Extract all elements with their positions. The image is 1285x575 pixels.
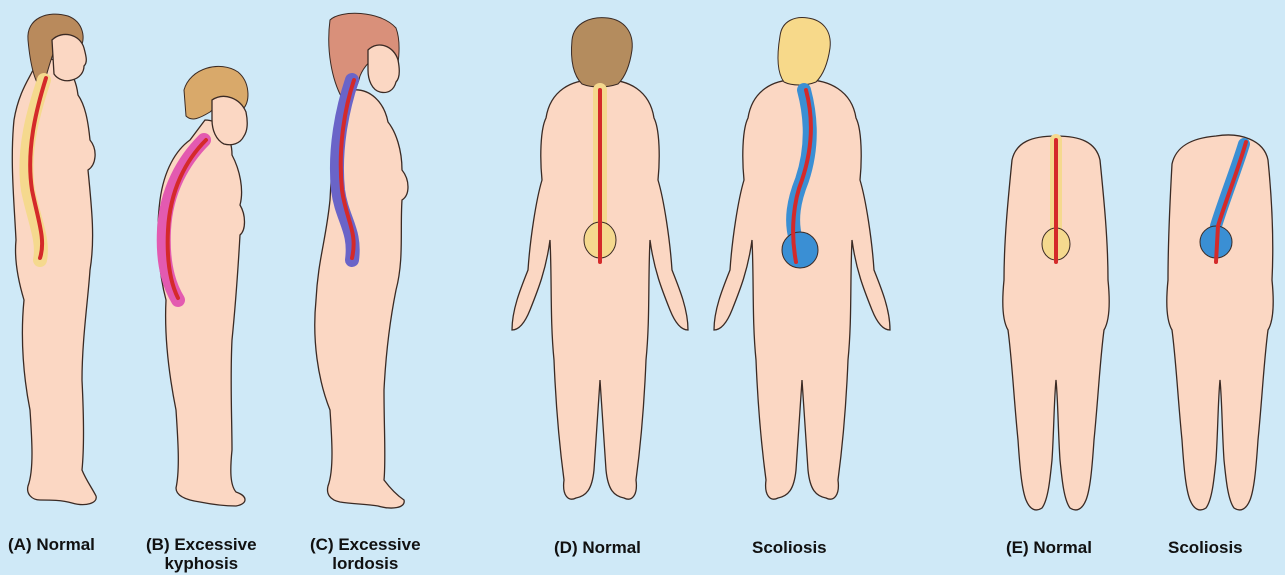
figure-b-kyphosis-side [158, 66, 248, 506]
label-e-scoliosis: Scoliosis [1168, 538, 1243, 557]
figure-e-normal-bend [1003, 136, 1109, 510]
label-d-scoliosis: Scoliosis [752, 538, 827, 557]
label-a-text: (A) Normal [8, 535, 95, 554]
figure-d-scoliosis-back [714, 18, 890, 500]
label-c-line2: lordosis [310, 554, 421, 573]
figure-a-normal-side [12, 14, 96, 505]
figure-d-normal-back [512, 18, 688, 499]
label-d-text: (D) Normal [554, 538, 641, 557]
label-b-kyphosis: (B) Excessive kyphosis [146, 535, 257, 573]
label-b-line1: (B) Excessive [146, 535, 257, 554]
label-d-scoliosis-text: Scoliosis [752, 538, 827, 557]
label-c-line1: (C) Excessive [310, 535, 421, 554]
label-e-normal: (E) Normal [1006, 538, 1092, 557]
label-e-text: (E) Normal [1006, 538, 1092, 557]
figure-e-scoliosis-bend [1167, 135, 1273, 510]
label-d-normal: (D) Normal [554, 538, 641, 557]
label-a-normal: (A) Normal [8, 535, 95, 554]
figure-c-lordosis-side [315, 13, 408, 508]
label-c-lordosis: (C) Excessive lordosis [310, 535, 421, 573]
label-e-scoliosis-text: Scoliosis [1168, 538, 1243, 557]
label-b-line2: kyphosis [146, 554, 257, 573]
